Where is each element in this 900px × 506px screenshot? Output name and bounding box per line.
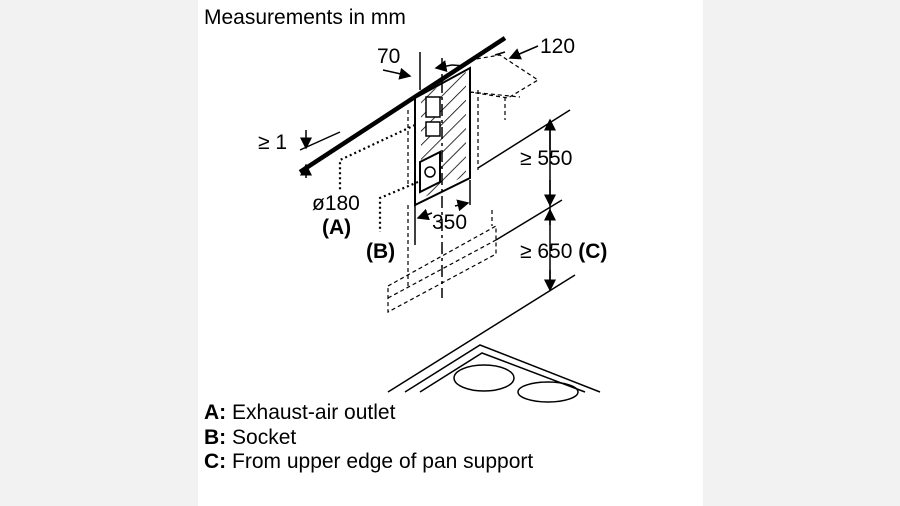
chimney-outline	[407, 54, 540, 185]
label-ge650: ≥ 650 (C)	[520, 240, 607, 263]
exhaust-outlet-path	[338, 124, 416, 190]
legend: A: Exhaust-air outlet B: Socket C: From …	[204, 401, 533, 475]
dim-350	[414, 180, 471, 245]
dim-70	[382, 52, 453, 90]
hood-outline	[387, 205, 497, 314]
label-120: 120	[540, 35, 575, 58]
ceiling-line	[298, 36, 507, 174]
legend-item-b: B: Socket	[204, 425, 297, 449]
dim-ge1	[299, 130, 341, 178]
label-ge1: ≥ 1	[258, 131, 287, 154]
socket-path	[378, 180, 419, 232]
legend-item-c: C: From upper edge of pan support	[204, 450, 534, 473]
socket-symbol	[419, 150, 441, 194]
label-ref-a: (A)	[322, 216, 351, 239]
dim-vertical	[477, 109, 571, 292]
label-350: 350	[432, 211, 467, 234]
label-70: 70	[377, 45, 400, 68]
label-ref-b: (B)	[366, 240, 395, 263]
legend-item-a: A: Exhaust-air outlet	[204, 401, 396, 424]
label-dia180: ø180	[312, 192, 360, 215]
cooktop	[387, 274, 601, 403]
diagram-title: Measurements in mm	[204, 6, 406, 29]
dim-120	[451, 45, 539, 67]
label-ge550: ≥ 550	[520, 147, 572, 170]
